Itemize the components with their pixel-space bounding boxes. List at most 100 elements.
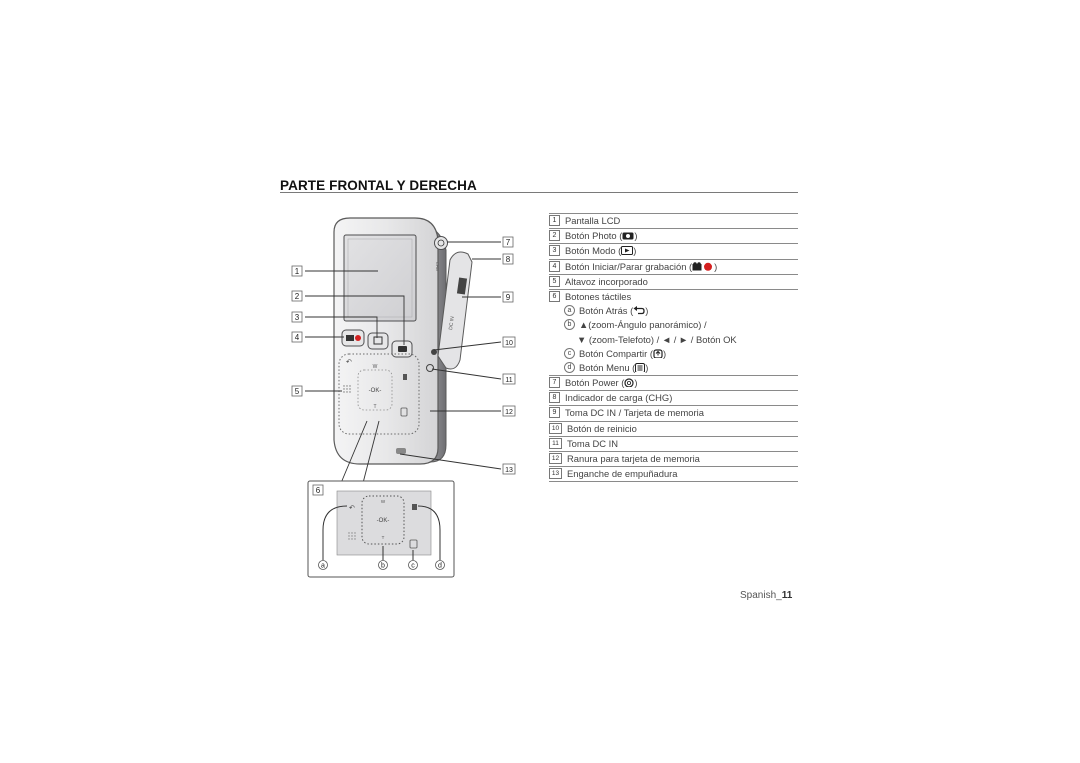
part-text: Botón Atrás ( <box>579 305 634 317</box>
detail-tele-label: T <box>382 535 385 540</box>
callout-10: 10 <box>505 340 513 347</box>
part-row-13: 13 Enganche de empuñadura <box>549 466 798 483</box>
part-text: Botón Menu ( <box>579 361 636 373</box>
playback-mode-icon <box>621 246 634 256</box>
part-suffix: ) <box>662 347 667 359</box>
title-rule <box>280 192 798 193</box>
parts-list: 1 Pantalla LCD 2 Botón Photo () 3 Botón Mod… <box>549 213 798 483</box>
lcd-screen <box>343 234 417 322</box>
detail-letter-a: a <box>321 563 325 570</box>
part-text: Altavoz incorporado <box>565 275 648 287</box>
part-letter: c <box>564 347 575 359</box>
part-number: 10 <box>549 422 562 434</box>
part-text: Ranura para tarjeta de memoria <box>567 453 700 464</box>
part-row-8: 8 Indicador de carga (CHG) <box>549 390 798 405</box>
callout-1: 1 <box>295 267 300 276</box>
part-text: Botón de reinicio <box>567 422 637 434</box>
zoom-tele-label: T <box>373 404 376 410</box>
detail-share-icon <box>409 539 418 549</box>
part-number: 12 <box>549 453 562 465</box>
callout-13: 13 <box>505 467 513 474</box>
part-number: 3 <box>549 245 560 257</box>
part-text: Botón Iniciar/Parar grabación ( <box>565 260 693 272</box>
power-button <box>434 236 448 250</box>
part-row-5: 5 Altavoz incorporado <box>549 273 798 289</box>
part-row-10: 10 Botón de reinicio <box>549 420 798 436</box>
part-suffix: ) <box>714 260 718 272</box>
callout-8: 8 <box>506 255 511 264</box>
part-letter: b <box>564 319 575 331</box>
part-number: 4 <box>549 260 560 272</box>
part-row-2: 2 Botón Photo () <box>549 228 798 243</box>
share-icon <box>653 349 663 358</box>
back-arrow-icon <box>633 306 645 315</box>
part-suffix: ) <box>645 305 649 317</box>
callout-11: 11 <box>505 377 512 384</box>
part-text: Botón Power ( <box>565 377 625 389</box>
detail-panel <box>336 490 432 556</box>
callout-7: 7 <box>506 238 511 247</box>
part-number: 8 <box>549 392 560 404</box>
part-letter: d <box>564 361 575 373</box>
part-text: Botón Photo ( <box>565 230 623 242</box>
camera-icon <box>622 232 634 240</box>
dc-in-jack <box>426 364 434 372</box>
touch-panel <box>338 353 420 435</box>
part-text: Botón Modo ( <box>565 245 622 257</box>
callout-4: 4 <box>295 333 300 342</box>
part-number: 1 <box>549 215 560 227</box>
part-row-4: 4 Botón Iniciar/Parar grabación () <box>549 258 798 274</box>
dc-in-label: DC IN <box>448 316 456 331</box>
part-suffix: ) <box>634 230 638 242</box>
menu-icon <box>403 374 407 380</box>
part-suffix: ) <box>634 377 638 389</box>
part-text: Indicador de carga (CHG) <box>565 392 673 404</box>
reset-button <box>431 349 437 355</box>
part-number: 6 <box>549 290 560 302</box>
part-number: 13 <box>549 468 562 480</box>
callout-6: 6 <box>316 486 321 495</box>
callout-9: 9 <box>506 293 511 302</box>
detail-letter-d: d <box>438 563 442 570</box>
callout-2: 2 <box>295 292 300 301</box>
detail-menu-icon <box>412 504 417 510</box>
part-text: Toma DC IN / Tarjeta de memoria <box>565 407 704 419</box>
part-text: Botones táctiles <box>565 290 632 302</box>
speaker-icon <box>343 385 351 393</box>
part-text: Enganche de empuñadura <box>567 468 678 480</box>
part-suffix: ) <box>633 245 637 257</box>
ok-label: -OK- <box>369 388 382 394</box>
part-text: ▲(zoom-Ángulo panorámico) / <box>579 319 707 331</box>
part-number: 11 <box>549 437 562 449</box>
part-text: Pantalla LCD <box>565 215 621 226</box>
part-row-1: 1 Pantalla LCD <box>549 213 798 228</box>
part-suffix: ) <box>645 361 649 373</box>
part-number: 2 <box>549 230 560 242</box>
detail-speaker-icon <box>348 532 356 540</box>
page-number: 11 <box>781 590 793 601</box>
record-icon <box>692 261 713 271</box>
detail-ok-label: -OK- <box>377 518 390 524</box>
part-number: 5 <box>549 275 560 287</box>
callout-12: 12 <box>505 409 513 416</box>
mode-button <box>367 332 389 350</box>
power-icon <box>624 378 635 388</box>
section-title: PARTE FRONTAL Y DERECHA <box>280 178 477 193</box>
part-row-6c: c Botón Compartir () <box>549 347 798 361</box>
detail-wide-label: W <box>381 499 386 504</box>
part-row-12: 12 Ranura para tarjeta de memoria <box>549 451 798 466</box>
callout-3: 3 <box>295 313 300 322</box>
part-row-6b-cont: ▼ (zoom-Telefoto) / ◄ / ► / Botón OK <box>549 333 798 347</box>
part-text: Botón Compartir ( <box>579 347 653 359</box>
zoom-wide-label: W <box>373 364 378 370</box>
menu-icon <box>635 362 646 372</box>
part-row-7: 7 Botón Power () <box>549 375 798 390</box>
part-number: 7 <box>549 377 560 389</box>
footer-language: Spanish_ <box>740 590 782 601</box>
part-row-3: 3 Botón Modo () <box>549 243 798 258</box>
part-row-6: 6 Botones táctiles <box>549 288 798 304</box>
strap-hook <box>396 448 406 454</box>
